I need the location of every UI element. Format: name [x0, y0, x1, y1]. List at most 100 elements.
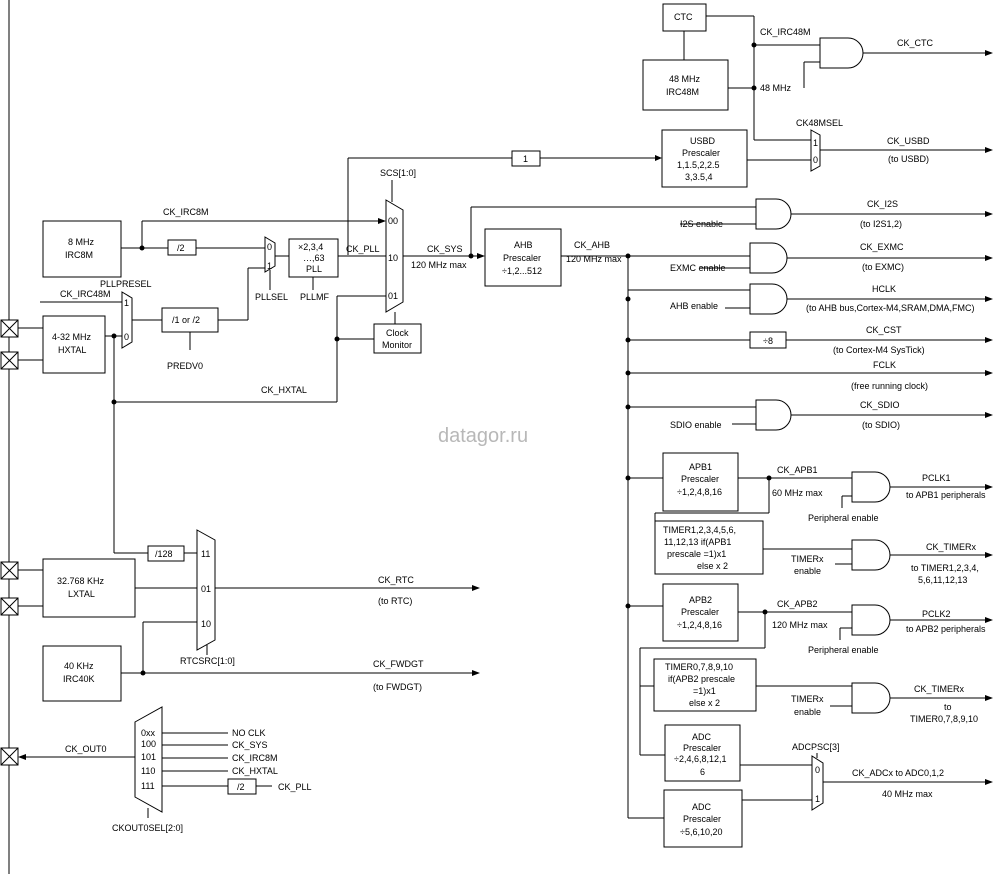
adcpsc-label: ADCPSC[3]	[792, 742, 840, 752]
to-fwdgt-label: (to FWDGT)	[373, 682, 422, 692]
ck-irc8m-label: CK_IRC8M	[163, 207, 209, 217]
apb1-ratios: ÷1,2,4,8,16	[677, 487, 722, 497]
no-clk-label: NO CLK	[232, 728, 266, 738]
presel-in-0: 0	[124, 332, 129, 342]
irc40k-block	[42, 645, 122, 702]
fclk-label: FCLK	[873, 360, 896, 370]
adc2-ratios: ÷5,6,10,20	[680, 827, 722, 837]
adc1-prescaler-label: Prescaler	[683, 743, 721, 753]
ck-out0-label: CK_OUT0	[65, 744, 107, 754]
irc8m-div2-label: /2	[177, 243, 185, 253]
timer-apb2-l1: TIMER0,7,8,9,10	[665, 662, 733, 672]
adc-prescaler-1-block	[664, 724, 741, 782]
predv0-label: PREDV0	[167, 361, 203, 371]
apb1-and-gate	[851, 471, 891, 503]
out-ck-irc8m-label: CK_IRC8M	[232, 753, 278, 763]
exmc-and-gate	[749, 242, 788, 274]
48mhz-label: 48 MHz	[760, 83, 792, 93]
to-timer-apb1-a: to TIMER1,2,3,4,	[911, 563, 979, 573]
irc40k-name: IRC40K	[63, 674, 95, 684]
adc1-ratios-2: 6	[700, 767, 705, 777]
predv0-block	[161, 307, 219, 333]
ck-irc48m-mid-label: CK_IRC48M	[60, 289, 111, 299]
apb1-prescaler-block	[662, 452, 739, 512]
ck-exmc-label: CK_EXMC	[860, 242, 904, 252]
ahb-prescaler-block	[484, 228, 562, 287]
out-in-111: 111	[141, 781, 155, 791]
ck-pll-label: CK_PLL	[346, 244, 380, 254]
timer-apb1-and-gate	[851, 539, 891, 571]
irc48m-name: IRC48M	[666, 87, 699, 97]
usbd-ratios-2: 3,3.5,4	[685, 172, 713, 182]
pll-title: PLL	[306, 264, 322, 274]
apb2-and-gate	[851, 604, 891, 636]
ck-adcx-label: CK_ADCx to ADC0,1,2	[852, 768, 944, 778]
hxtal-freq: 4-32 MHz	[52, 332, 92, 342]
pllsel-label: PLLSEL	[255, 292, 288, 302]
ckout-pll-div2-label: /2	[237, 782, 245, 792]
pclk1-label: PCLK1	[922, 473, 951, 483]
usbd-prescaler-block	[661, 129, 748, 188]
apb2-title: APB2	[689, 595, 712, 605]
ck-usbd-label: CK_USBD	[887, 136, 930, 146]
adc-prescaler-2-block	[663, 789, 743, 848]
pll-usb-div1-label: 1	[523, 154, 528, 164]
scs-mux	[385, 199, 404, 313]
ck-hxtal-label: CK_HXTAL	[261, 385, 307, 395]
systick-div8-label: ÷8	[763, 336, 773, 346]
pll-mult-2: …,63	[303, 253, 325, 263]
ck-ahb-label: CK_AHB	[574, 240, 610, 250]
ahb-title: AHB	[514, 240, 533, 250]
out-in-110: 110	[141, 766, 155, 776]
pllsel-in-1: 1	[267, 261, 272, 271]
ck-apb1-label: CK_APB1	[777, 465, 818, 475]
scs-in-01: 01	[388, 291, 398, 301]
timer-apb1-l2: 11,12,13 if(APB1	[664, 537, 731, 547]
irc8m-name: IRC8M	[65, 250, 93, 260]
to-sdio-label: (to SDIO)	[862, 420, 900, 430]
to-apb1-label: to APB1 peripherals	[906, 490, 986, 500]
apb1-max-label: 60 MHz max	[772, 488, 823, 498]
ck-fwdgt-label: CK_FWDGT	[373, 659, 424, 669]
ck-sdio-label: CK_SDIO	[860, 400, 900, 410]
pin-hxtal-in	[0, 319, 19, 338]
periph-enable-1-label: Peripheral enable	[808, 513, 879, 523]
adc2-title: ADC	[692, 802, 712, 812]
clock-monitor-l1: Clock	[386, 328, 409, 338]
adc-mux	[811, 755, 824, 811]
pllpresel-mux	[121, 291, 133, 349]
out-ck-sys-label: CK_SYS	[232, 740, 268, 750]
usbd-prescaler-label: Prescaler	[682, 148, 720, 158]
i2s-and-gate	[755, 198, 792, 230]
lxtal-name: LXTAL	[68, 589, 95, 599]
pllpresel-label: PLLPRESEL	[100, 279, 152, 289]
irc48m-freq: 48 MHz	[669, 74, 701, 84]
ctc-label: CTC	[674, 12, 693, 22]
to-timer-apb1-b: 5,6,11,12,13	[918, 575, 967, 585]
hclk-label: HCLK	[872, 284, 896, 294]
ck48-in-1: 1	[813, 138, 818, 148]
adc-in-0: 0	[815, 765, 820, 775]
ck48-in-0: 0	[813, 155, 818, 165]
timer-apb1-l1: TIMER1,2,3,4,5,6,	[663, 525, 736, 535]
to-exmc-label: (to EXMC)	[862, 262, 904, 272]
timer-apb1-l3: prescale =1)x1	[667, 549, 726, 559]
ckout0sel-mux	[134, 706, 163, 813]
timer-apb2-multiplier-block	[653, 658, 757, 712]
apb2-max-label: 120 MHz max	[772, 620, 828, 630]
exmc-enable-label: EXMC enable	[670, 263, 726, 273]
out-ck-hxtal-label: CK_HXTAL	[232, 766, 278, 776]
periph-enable-2-label: Peripheral enable	[808, 645, 879, 655]
pclk2-label: PCLK2	[922, 609, 951, 619]
sys-max-label: 120 MHz max	[411, 260, 467, 270]
timerx-enable-1b: enable	[794, 566, 821, 576]
ck-cst-label: CK_CST	[866, 325, 902, 335]
adc2-prescaler-label: Prescaler	[683, 814, 721, 824]
irc8m-freq: 8 MHz	[68, 237, 95, 247]
out-in-100: 100	[141, 739, 156, 749]
ck48msel-label: CK48MSEL	[796, 118, 843, 128]
rtc-in-10: 10	[201, 619, 211, 629]
ck-i2s-label: CK_I2S	[867, 199, 898, 209]
to-timer-apb2-a: to	[944, 702, 952, 712]
